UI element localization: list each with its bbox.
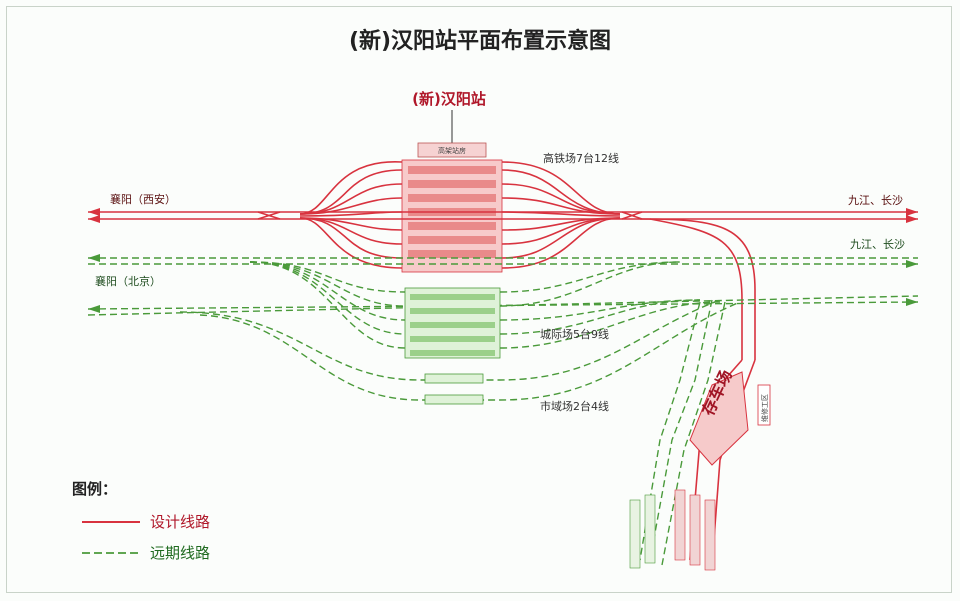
legend-future-label: 远期线路 (150, 544, 210, 562)
future-line-arrows (88, 254, 918, 313)
dest-left-red: 襄阳（西安） (110, 192, 176, 206)
suburban-platforms (424, 373, 484, 405)
future-sidings (629, 494, 656, 569)
diagram-title: (新)汉阳站平面布置示意图 (349, 28, 611, 54)
maintenance-label: 维修工区 (760, 394, 769, 422)
diagram-border (6, 6, 952, 593)
intercity-yard-label: 城际场5台9线 (540, 327, 609, 341)
legend-design-label: 设计线路 (150, 513, 210, 531)
design-line-arrows (88, 208, 918, 223)
intercity-platforms (404, 287, 501, 359)
design-mainline (88, 161, 918, 566)
station-building-label: 高架站房 (438, 146, 466, 155)
depot-area (689, 371, 749, 466)
suburban-yard-label: 市域场2台4线 (540, 399, 609, 413)
legend-heading: 图例： (72, 480, 117, 498)
future-lines (87, 257, 919, 566)
station-label: (新)汉阳站 (412, 90, 486, 108)
dest-right-green: 九江、长沙 (850, 238, 905, 251)
maintenance-box (757, 384, 771, 426)
depot-sidings (674, 489, 716, 571)
hsr-yard-label: 高铁场7台12线 (543, 151, 619, 165)
dest-left-green: 襄阳（北京） (95, 274, 161, 288)
dest-right-red: 九江、长沙 (848, 194, 903, 207)
station-building (417, 142, 487, 158)
hsr-platforms (401, 159, 503, 273)
